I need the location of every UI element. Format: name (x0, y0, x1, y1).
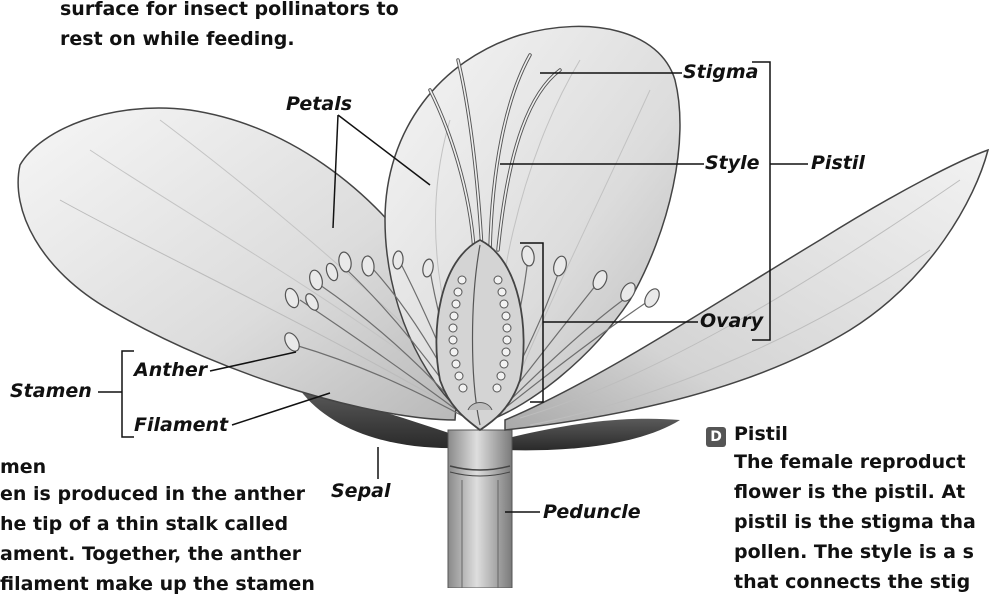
stamen-section-line-3: ament. Together, the anther (0, 539, 301, 569)
stamen-section-line-2: he tip of a thin stalk called (0, 509, 288, 539)
filament-label: Filament (134, 414, 228, 436)
pistil-section-line-4: pollen. The style is a s (734, 537, 974, 567)
stigma-label: Stigma (683, 61, 759, 83)
style-label: Style (705, 152, 760, 174)
sepal-label: Sepal (331, 480, 391, 502)
stamen-section-heading: men (0, 456, 46, 478)
peduncle-label: Peduncle (543, 501, 641, 523)
petals-label: Petals (286, 93, 352, 115)
intro-text-line-1: surface for insect pollinators to (60, 0, 399, 24)
pistil-section-line-5: that connects the stig (734, 567, 970, 597)
pistil-section-heading: Pistil (734, 423, 788, 445)
stamen-section-line-4: filament make up the stamen (0, 569, 315, 599)
peduncle-stem (448, 430, 512, 588)
stamen-label: Stamen (10, 380, 92, 402)
anther-label: Anther (134, 359, 207, 381)
intro-text-line-2: rest on while feeding. (60, 24, 295, 54)
ovary-label: Ovary (700, 310, 763, 332)
section-d-badge: D (706, 427, 726, 447)
pistil-section-line-1: The female reproduct (734, 447, 966, 477)
pistil-section-line-3: pistil is the stigma tha (734, 507, 976, 537)
stamen-section-line-1: en is produced in the anther (0, 479, 305, 509)
pistil-label: Pistil (811, 152, 865, 174)
pistil-section-line-2: flower is the pistil. At (734, 477, 965, 507)
